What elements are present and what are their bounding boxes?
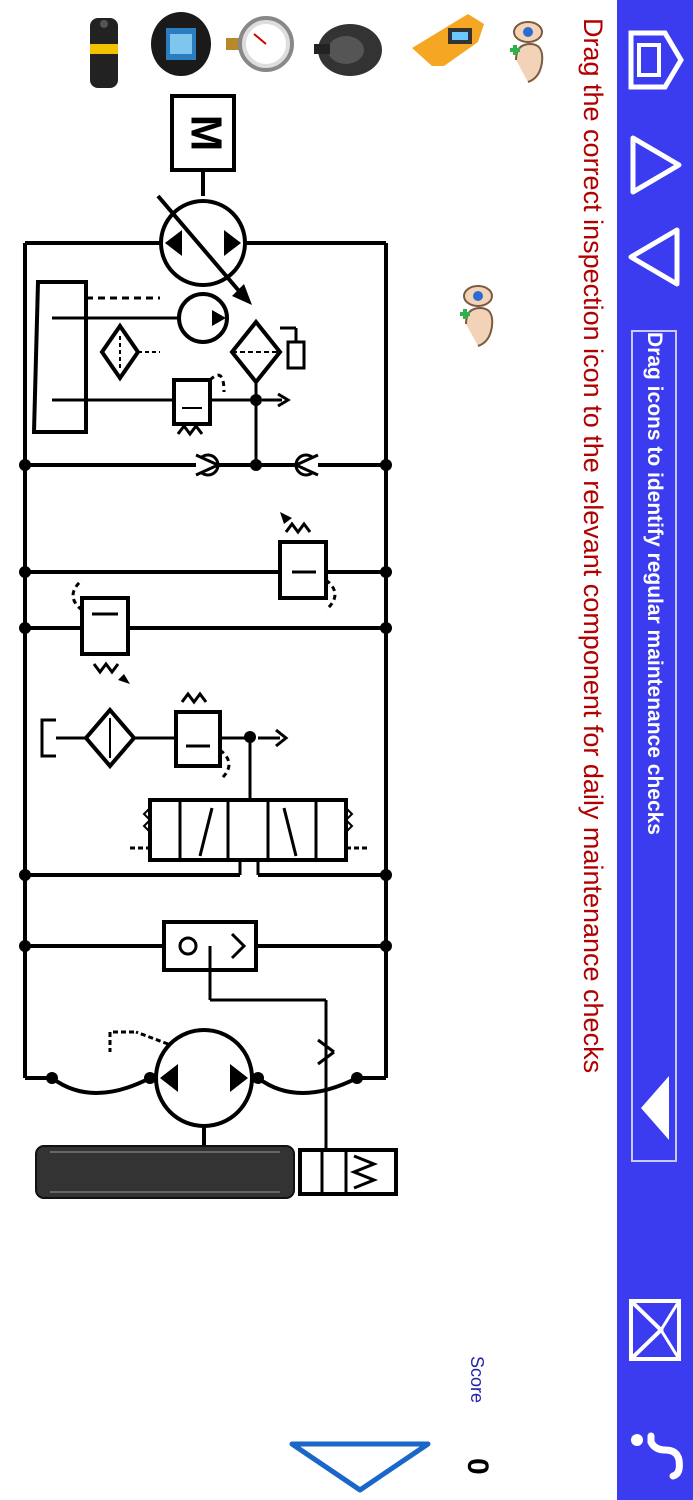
- look-listen-icon[interactable]: [502, 8, 550, 93]
- toolbar: Drag icons to identify regular maintenan…: [617, 0, 693, 1500]
- previous-icon[interactable]: [617, 132, 693, 198]
- instruction-text: Drag the correct inspection icon to the …: [578, 18, 608, 1074]
- hydraulic-circuit-diagram: M: [19, 94, 398, 1199]
- fluid-sample-icon[interactable]: [306, 14, 386, 89]
- stopwatch-icon[interactable]: [148, 8, 214, 85]
- next-question-icon[interactable]: [288, 1440, 432, 1499]
- title-panel: Drag icons to identify regular maintenan…: [631, 330, 677, 1162]
- home-icon[interactable]: [617, 22, 693, 98]
- score-value: 0: [461, 1458, 494, 1475]
- score-label: Score: [467, 1356, 487, 1404]
- motor-label: M: [181, 115, 230, 152]
- infrared-thermometer-icon[interactable]: [408, 8, 488, 77]
- look-listen-icon-placed[interactable]: [452, 272, 500, 357]
- flow-meter-icon[interactable]: [84, 14, 124, 97]
- help-icon[interactable]: [617, 1416, 693, 1492]
- title-text: Drag icons to identify regular maintenan…: [643, 332, 666, 835]
- pressure-gauge-icon[interactable]: [224, 10, 294, 83]
- expand-icon[interactable]: [639, 1072, 671, 1149]
- email-icon[interactable]: [617, 1292, 693, 1368]
- next-icon[interactable]: [617, 224, 693, 290]
